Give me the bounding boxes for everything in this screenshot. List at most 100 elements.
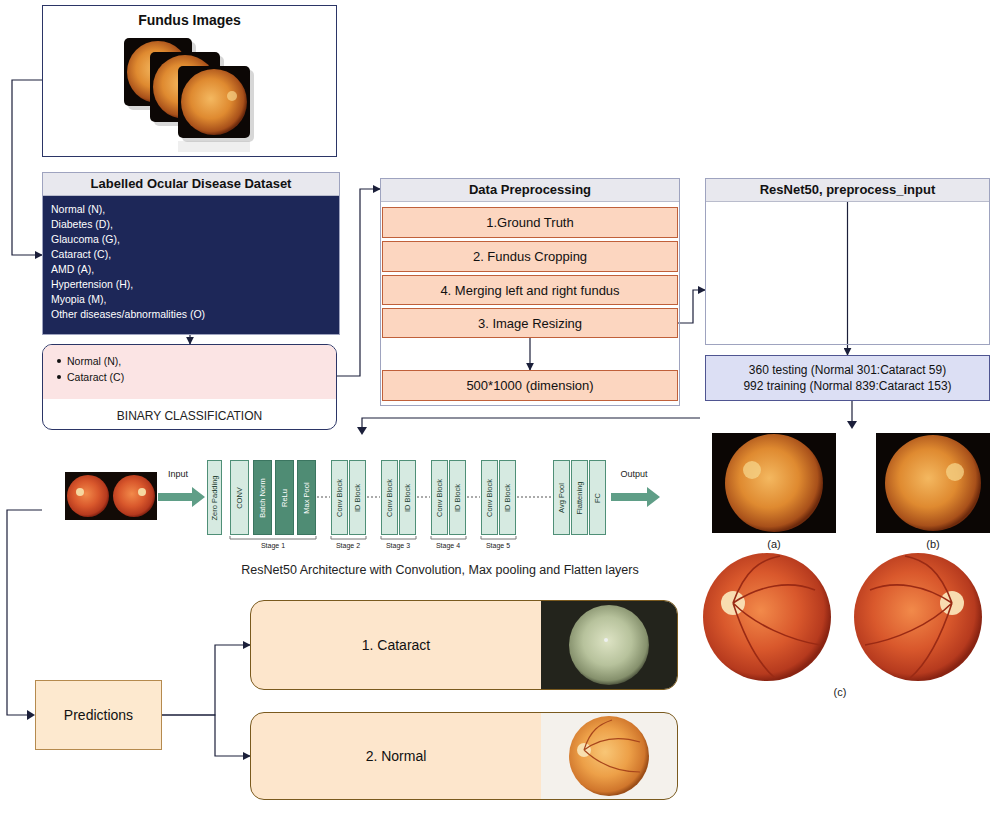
fundus-disc [113,475,155,517]
photo-ground [712,433,836,533]
box-text: 2. Fundus Cropping [473,249,587,264]
layer-name: Conv Block [336,479,344,517]
layer-block: Avg Pool [553,460,570,535]
layer-name: ID Block [404,484,412,512]
blood-vessels [733,556,820,678]
image-panel: Fundus Images [42,5,337,157]
class-item: Other diseases/abnormalities (O) [51,307,331,322]
layer-name: Zero Padding [211,475,219,520]
layer-block: ID Block [499,460,516,535]
output-arrow [611,487,660,507]
box-text: 3. Image Resizing [478,316,582,331]
stage-panel: ResNet50, preprocess_input [705,178,990,345]
layer-block: Batch Norm [253,460,272,535]
dash-line [467,497,480,498]
layer-block: FC [589,460,606,535]
connector [12,80,42,255]
class-item: Cataract (C) [67,371,124,383]
photo-reflection [178,141,250,152]
box-text: 500*1000 (dimension) [466,378,593,393]
connector [847,201,848,355]
class-list: Normal (N), Cataract (C) [43,345,336,399]
optic-disc [946,463,964,481]
flow-line [362,418,700,428]
image-label: (a) [767,538,780,550]
layer-name: ID Block [454,484,462,512]
process-step: 4. Merging left and right fundus [382,275,678,305]
stage-bracket [431,536,466,539]
sample-c [703,553,982,681]
stage-label: Stage 2 [336,542,360,549]
optic-disc [76,488,84,496]
layer-block: ID Block [349,460,366,535]
process-step: 2. Fundus Cropping [382,241,678,272]
connector [337,189,380,376]
class-item: Cataract (C), [51,247,331,262]
layer-block: Flattening [571,460,588,535]
class-item: Myopia (M), [51,292,331,307]
box-text: 360 testing (Normal 301:Cataract 59) [749,362,946,378]
arrow-head [847,421,857,429]
stage-bracket [481,536,516,539]
layer-block: CONV [230,460,249,535]
layer-name: ID Block [504,484,512,512]
layer-name: Max Pool [303,482,311,513]
dash-line [367,497,380,498]
image-label: (b) [926,538,939,550]
stage-bracket [381,536,416,539]
class-item: Glaucoma (G), [51,232,331,247]
dash-line [517,497,552,498]
layer-block: Max Pool [297,460,316,535]
layer-block: ReLu [275,460,294,535]
layer-name: Conv Block [386,479,394,517]
process-step: 1.Ground Truth [382,207,678,238]
fundus-disc [703,553,831,681]
panel-heading: Data Preprocessing [381,179,679,202]
stage-label: Stage 3 [386,542,410,549]
layer-name: FC [594,493,602,503]
class-caption: BINARY CLASSIFICATION [43,409,336,423]
layer-name: ReLu [281,489,289,507]
bullet-row: Cataract (C) [57,369,322,385]
input-image [65,472,157,520]
layer-name: Flattening [576,481,584,514]
layer-name: Conv Block [436,479,444,517]
optic-disc [743,461,761,479]
photo-ground [65,472,157,520]
stage-label: Stage 5 [486,542,510,549]
bullet-dot [57,359,61,363]
fundus-disc [885,435,981,531]
box-text: 992 training (Normal 839:Cataract 153) [743,378,951,394]
class-item: Normal (N), [51,202,331,217]
stage-bracket [331,536,366,539]
result-box: 2. Normal [250,712,678,800]
box-text: 1.Ground Truth [486,215,573,230]
optic-disc [138,488,146,496]
arrow-label: Output [620,469,647,479]
panel-heading: Labelled Ocular Disease Dataset [43,173,339,196]
box-text: 4. Merging left and right fundus [440,283,619,298]
layer-block: ID Block [399,460,416,535]
split-box: 360 testing (Normal 301:Cataract 59)992 … [705,355,990,401]
class-item: Hypertension (H), [51,277,331,292]
layer-block: Conv Block [381,460,398,535]
layer-block: Conv Block [331,460,348,535]
bullet-dot [57,375,61,379]
image-label: (c) [834,686,847,698]
process-step: 3. Image Resizing [382,308,678,338]
layer-name: Conv Block [486,479,494,517]
box-text: 2. Normal [251,748,541,764]
class-box: Normal (N), Cataract (C) BINARY CLASSIFICA… [42,344,337,430]
class-item: Normal (N), [67,355,121,367]
box-text: 1. Cataract [251,637,541,653]
panel-heading: ResNet50, preprocess_input [706,179,989,202]
stage-label: Stage 4 [436,542,460,549]
fundus-photo [178,66,250,138]
layer-block: Zero Padding [207,460,222,535]
layer-name: Avg Pool [558,483,566,513]
connector [162,715,250,756]
optic-disc [227,91,237,101]
arrow-head [357,427,367,435]
flow-lines [7,401,852,715]
